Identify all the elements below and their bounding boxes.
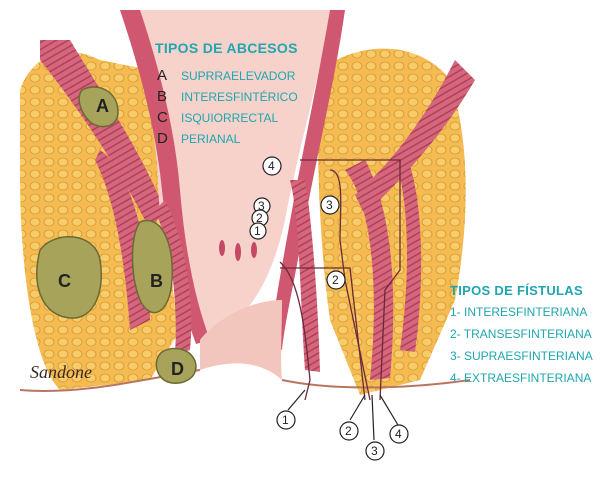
fistula-tracts — [279, 159, 401, 401]
left-external-sphincter — [155, 200, 192, 355]
fistula-tract-2 — [280, 267, 366, 401]
abscess-label-C: ISQUIORRECTAL — [181, 111, 279, 125]
svg-text:1: 1 — [282, 413, 289, 427]
svg-text:3: 3 — [258, 199, 265, 213]
fistula-item-2: 2- TRANSESFINTERIANA — [450, 327, 592, 341]
svg-text:2: 2 — [345, 424, 352, 438]
left-rectal-wall — [120, 10, 210, 344]
svg-text:2: 2 — [256, 211, 263, 225]
abscess-label-B: INTERESFINTÉRICO — [181, 90, 298, 104]
abscess-label-A: SUPRRAELEVADOR — [181, 69, 296, 83]
right-deep-sphincter — [395, 160, 422, 352]
svg-text:3: 3 — [371, 444, 378, 458]
svg-text:1: 1 — [254, 224, 261, 238]
label-C: C — [58, 271, 71, 291]
fistula-arrows — [287, 389, 399, 441]
svg-text:4: 4 — [395, 427, 402, 441]
fistula-number-texts: 4 3 3 2 1 2 1 2 3 4 — [254, 159, 402, 458]
fistula-item-3: 3- SUPRAESFINTERIANA — [450, 349, 593, 363]
anal-canal — [200, 300, 282, 380]
abscess-D: D — [155, 347, 197, 384]
fistula-item-1: 1- INTERESFINTERIANA — [450, 305, 588, 319]
svg-text:3: 3 — [326, 198, 333, 212]
left-levator — [40, 40, 165, 230]
abscess-label-D: PERIANAL — [181, 132, 241, 146]
abscess-letter-D: D — [157, 130, 168, 147]
right-rectal-wall — [270, 10, 345, 350]
abscess-letter-A: A — [157, 67, 168, 84]
fistula-tract-4 — [300, 159, 401, 401]
svg-text:4: 4 — [268, 159, 275, 173]
abscess-letter-B: B — [157, 88, 168, 105]
label-B: B — [150, 271, 163, 291]
anal-crypts — [219, 240, 257, 261]
fistula-tract-1 — [279, 261, 311, 401]
label-A: A — [96, 96, 109, 116]
right-levator — [355, 60, 475, 215]
artist-signature: Sandone — [30, 362, 92, 382]
fistula-tract-3 — [329, 169, 371, 401]
abscess-A: A — [78, 86, 119, 128]
fistula-legend-title: TIPOS DE FÍSTULAS — [450, 283, 583, 298]
right-external-sphincter — [345, 160, 394, 380]
abscess-C: C — [36, 236, 102, 319]
right-internal-sphincter — [290, 180, 320, 372]
abscess-legend-title: TIPOS DE ABCESOS — [155, 40, 298, 56]
fistula-item-4: 4- EXTRAESFINTERIANA — [450, 371, 592, 385]
abscess-letter-C: C — [157, 109, 168, 126]
fistula-number-markers — [249, 156, 409, 461]
svg-text:2: 2 — [332, 273, 339, 287]
abscess-B: B — [131, 219, 173, 314]
label-D: D — [171, 359, 184, 379]
